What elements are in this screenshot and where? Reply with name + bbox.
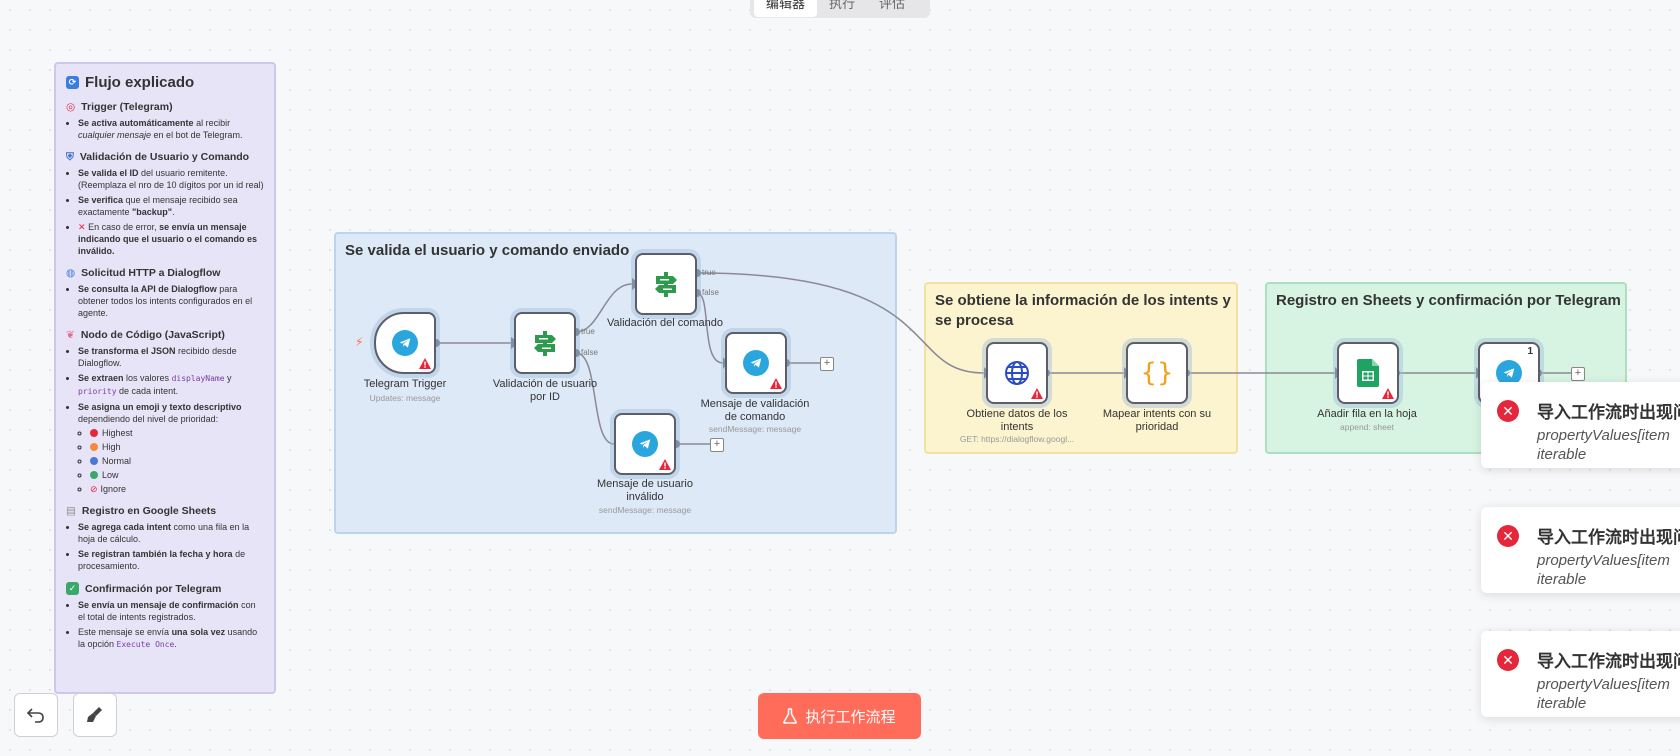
node-label: Mapear intents con su prioridad (1102, 408, 1212, 433)
node-label: Mensaje de usuario inválido (596, 478, 693, 503)
group-title: Registro en Sheets y confirmación por Te… (1276, 292, 1621, 309)
toast-message: propertyValues[item iterable (1537, 427, 1670, 463)
warning-icon (770, 378, 782, 389)
warning-icon (1382, 388, 1394, 399)
add-node-button[interactable]: + (820, 357, 834, 371)
signpost-icon (534, 331, 556, 356)
note-section-confirm: ✓Confirmación por Telegram (66, 582, 264, 595)
node-telegram-trigger[interactable] (374, 312, 436, 374)
warning-icon (1031, 388, 1043, 399)
note-section-code: ❦Nodo de Código (JavaScript) (66, 329, 225, 341)
error-toast[interactable]: ✕ 导入工作流时出现问题 propertyValues[item iterabl… (1481, 631, 1680, 717)
error-icon: ✕ (1497, 649, 1519, 671)
broom-icon (87, 707, 102, 722)
clear-execution-button[interactable] (73, 693, 117, 737)
prohibited-icon: ⊘ (90, 484, 98, 494)
sticky-note[interactable]: ⟳Flujo explicado ◎Trigger (Telegram) Se … (54, 62, 276, 694)
signpost-icon (655, 272, 677, 297)
trigger-bolt-icon: ⚡ (355, 335, 364, 349)
blue-circle-icon (90, 457, 98, 465)
error-toast[interactable]: ✕ 导入工作流时出现问题 propertyValues[item iterabl… (1481, 507, 1680, 593)
error-toast[interactable]: ✕ 导入工作流时出现问题 propertyValues[item iterabl… (1481, 382, 1680, 468)
node-add-row[interactable] (1337, 342, 1399, 404)
toast-message: propertyValues[item iterable (1537, 552, 1670, 588)
node-label: Validación de usuario por ID (492, 378, 598, 403)
shield-icon: ⛨ (66, 151, 74, 163)
node-label: Obtiene datos de los intents (966, 408, 1068, 433)
note-list: Se activa automáticamente al recibir cua… (66, 117, 264, 141)
tab-executions[interactable]: 执行 (829, 0, 856, 11)
warning-icon (659, 459, 671, 470)
branch-label-true: true (581, 327, 595, 336)
node-subtitle: sendMessage: message (708, 424, 802, 434)
node-subtitle: append: sheet (1340, 422, 1394, 432)
tab-editor[interactable]: 编辑器 (754, 0, 818, 17)
add-node-button[interactable]: + (710, 438, 724, 452)
note-section-http: ◍Solicitud HTTP a Dialogflow (66, 267, 221, 279)
node-map-intents[interactable]: {} (1126, 342, 1188, 404)
toast-title: 导入工作流时出现问题 (1537, 652, 1680, 671)
node-label: Mensaje de validación de comando (700, 398, 810, 423)
execute-workflow-label: 执行工作流程 (805, 708, 896, 726)
note-list: Se valida el ID del usuario remitente. (… (66, 167, 264, 257)
telegram-icon (392, 330, 418, 356)
tab-evaluation[interactable]: 评估 (879, 0, 906, 11)
cross-icon: ✕ (78, 222, 86, 232)
execute-workflow-button[interactable]: 执行工作流程 (758, 693, 921, 739)
toast-title: 导入工作流时出现问题 (1537, 403, 1680, 422)
orange-circle-icon (90, 443, 98, 451)
branch-label-true: true (702, 268, 716, 277)
node-validate-command[interactable] (635, 253, 697, 315)
note-section-trigger: ◎Trigger (Telegram) (66, 101, 173, 113)
flask-icon (783, 708, 798, 724)
branch-label-false: false (702, 288, 719, 297)
undo-button[interactable] (14, 693, 58, 737)
node-subtitle: Updates: message (369, 393, 441, 403)
node-subtitle: sendMessage: message (598, 505, 692, 515)
note-section-sheets: ▤Registro en Google Sheets (66, 505, 217, 517)
error-icon: ✕ (1497, 525, 1519, 547)
node-subtitle: GET: https://dialogflow.googl... (959, 434, 1075, 444)
brain-icon: ❦ (66, 329, 75, 341)
target-icon: ◎ (66, 101, 76, 113)
node-label: Añadir fila en la hoja (1317, 408, 1417, 420)
toast-message: propertyValues[item iterable (1537, 676, 1670, 712)
note-list: Se consulta la API de Dialogflow para ob… (66, 283, 264, 319)
priority-list: Highest High Normal Low ⊘Ignore (78, 427, 264, 495)
node-get-intents[interactable] (986, 342, 1048, 404)
note-section-validation: ⛨Validación de Usuario y Comando (66, 151, 250, 163)
note-list: Se envía un mensaje de confirmación con … (66, 599, 264, 651)
item-count: 1 (1527, 346, 1533, 357)
globe-icon: ◍ (66, 267, 76, 279)
add-node-button[interactable]: + (1571, 367, 1585, 381)
telegram-icon (1496, 360, 1522, 386)
telegram-icon (632, 431, 658, 457)
red-circle-icon (90, 429, 98, 437)
branch-label-false: false (581, 348, 598, 357)
group-title: Se valida el usuario y comando enviado (345, 242, 630, 259)
google-sheets-icon (1357, 359, 1379, 387)
note-list: Se agrega cada intent como una fila en l… (66, 521, 264, 572)
telegram-icon (743, 350, 769, 376)
green-circle-icon (90, 471, 98, 479)
code-braces-icon: {} (1140, 358, 1174, 388)
node-message-user[interactable] (614, 413, 676, 475)
document-icon: ▤ (66, 505, 76, 517)
toast-title: 导入工作流时出现问题 (1537, 528, 1680, 547)
globe-icon (1005, 361, 1029, 385)
view-switcher: 编辑器 执行 评估 (750, 0, 930, 18)
node-label: Validación del comando (607, 317, 723, 329)
warning-icon (419, 358, 431, 369)
check-icon: ✓ (66, 582, 79, 595)
refresh-icon: ⟳ (66, 76, 79, 89)
error-icon: ✕ (1497, 400, 1519, 422)
note-title: ⟳Flujo explicado (66, 75, 264, 90)
node-validate-user[interactable] (514, 312, 576, 374)
group-title: Se obtiene la información de los intents… (935, 292, 1231, 329)
node-label: Telegram Trigger (363, 378, 447, 390)
node-message-command[interactable] (725, 332, 787, 394)
undo-icon (26, 708, 44, 723)
note-list: Se transforma el JSON recibido desde Dia… (66, 345, 264, 495)
